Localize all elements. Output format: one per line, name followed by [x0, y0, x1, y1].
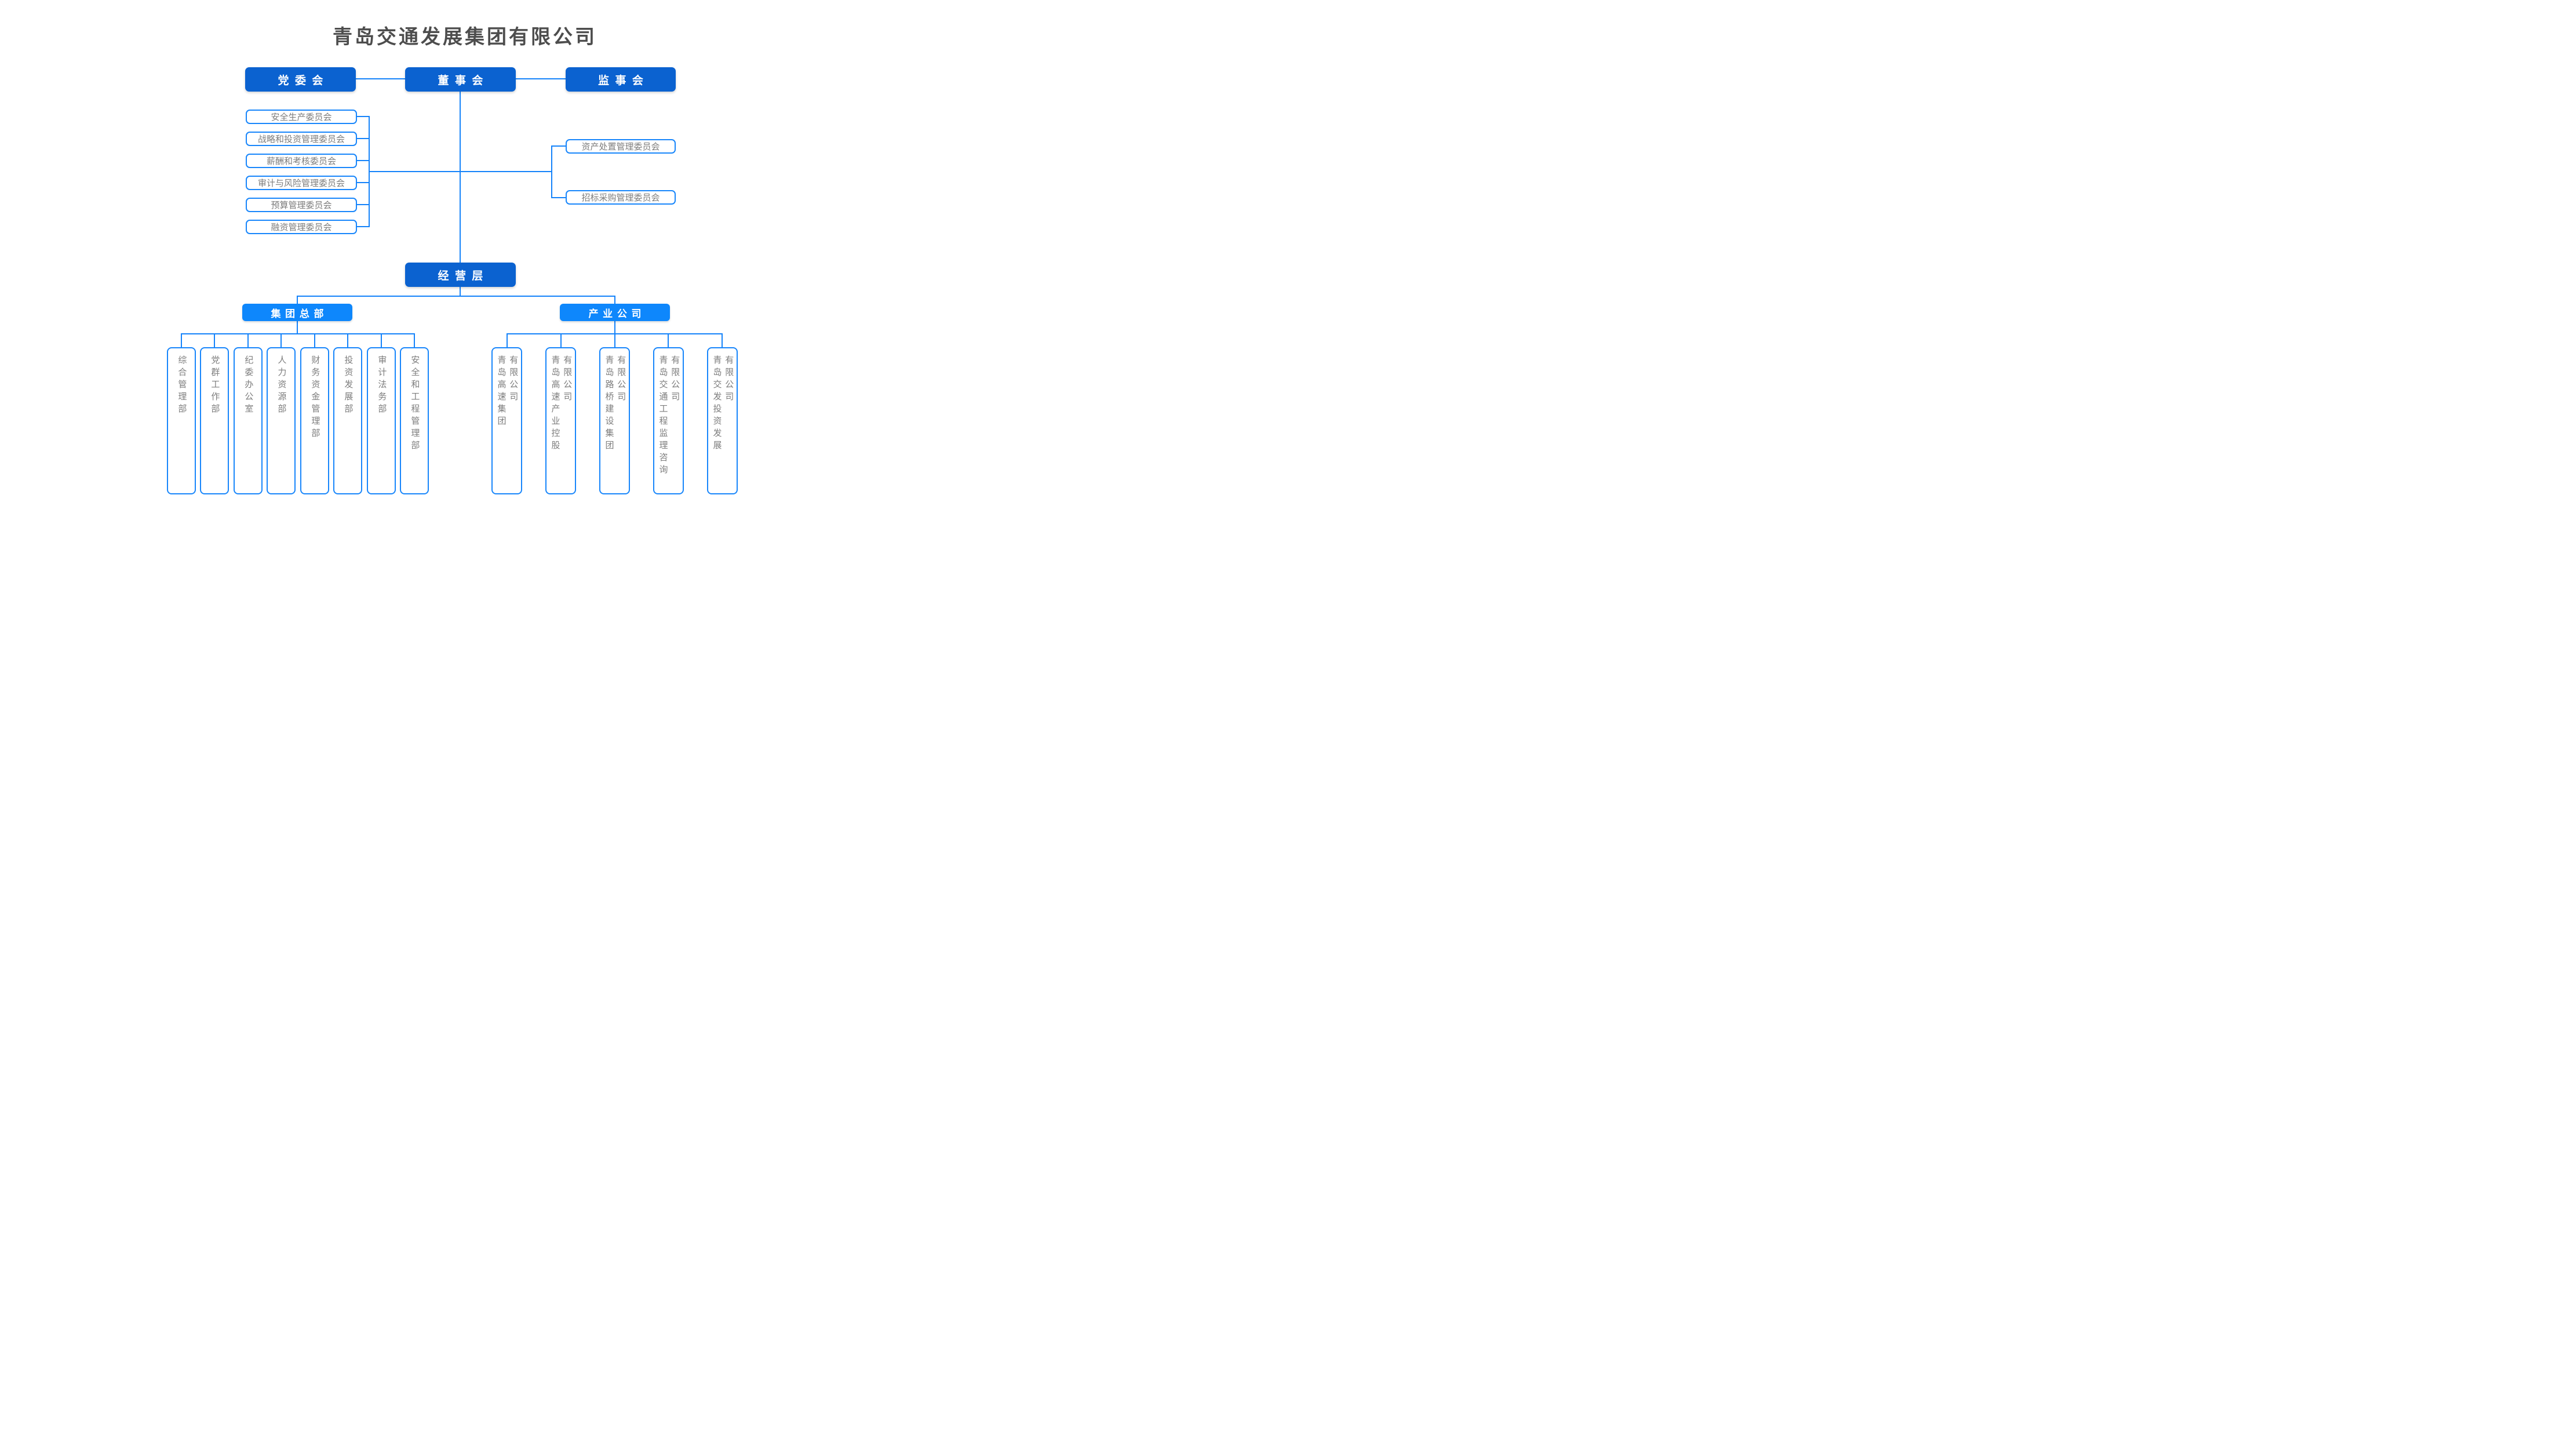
node-company-expressway-group: 青岛高速集团 有限公司 [491, 347, 522, 494]
connector-company-stub-3 [614, 333, 615, 347]
node-company-jiaofa-investment-development: 青岛交发投资发展 有限公司 [707, 347, 738, 494]
connector-split-right-down [614, 296, 615, 304]
org-chart: 青岛交通发展集团有限公司 党委会 董事会 监事会 安全生产委员会 [0, 0, 909, 511]
connector-company-stub-1 [507, 333, 508, 347]
connector-stub-right-2 [552, 197, 566, 198]
connector-split-left-down [297, 296, 298, 304]
node-management-layer: 经营层 [405, 263, 516, 287]
node-committee-strategy-investment: 战略和投资管理委员会 [246, 132, 357, 146]
node-company-road-bridge-construction-group: 青岛路桥建设集团 有限公司 [599, 347, 630, 494]
connector-dept-stub-8 [414, 333, 415, 347]
connector-board-supervisors [516, 78, 566, 79]
connector-stub-left-6 [357, 226, 369, 227]
connector-bracket-right [551, 145, 552, 198]
connector-stub-left-5 [357, 204, 369, 205]
node-committee-compensation-assessment: 薪酬和考核委员会 [246, 154, 357, 168]
connector-dept-stub-7 [381, 333, 382, 347]
connector-party-board [356, 78, 405, 79]
connector-industry-down [614, 321, 615, 334]
node-committee-safety-production: 安全生产委员会 [246, 110, 357, 124]
node-dept-general-management: 综合管理部 [167, 347, 196, 494]
connector-split [297, 296, 615, 297]
connector-departments-rail [181, 333, 415, 334]
page-title: 青岛交通发展集团有限公司 [333, 26, 597, 48]
connector-stub-left-2 [357, 138, 369, 139]
connector-company-stub-4 [668, 333, 669, 347]
node-company-traffic-engineering-supervision-consulting: 青岛交通工程监理咨询 有限公司 [653, 347, 684, 494]
node-committee-audit-risk: 审计与风险管理委员会 [246, 176, 357, 190]
node-dept-investment-development: 投资发展部 [333, 347, 362, 494]
connector-stub-right-1 [552, 145, 566, 147]
node-dept-safety-engineering-management: 安全和工程管理部 [400, 347, 429, 494]
node-board-of-directors: 董事会 [405, 67, 516, 92]
node-dept-party-mass-work: 党群工作部 [200, 347, 229, 494]
node-committee-budget: 预算管理委员会 [246, 198, 357, 212]
connector-company-stub-2 [560, 333, 562, 347]
node-company-expressway-industry-holding: 青岛高速产业控股 有限公司 [545, 347, 576, 494]
node-group-headquarters: 集团总部 [242, 304, 352, 321]
connector-dept-stub-4 [280, 333, 282, 347]
connector-committees-trunk [369, 171, 552, 172]
connector-dept-stub-3 [247, 333, 249, 347]
connector-dept-stub-1 [181, 333, 182, 347]
node-dept-human-resources: 人力资源部 [267, 347, 296, 494]
node-industry-companies: 产业公司 [560, 304, 670, 321]
connector-board-trunk [460, 92, 461, 263]
connector-dept-stub-2 [214, 333, 215, 347]
node-party-committee: 党委会 [245, 67, 356, 92]
node-committee-financing: 融资管理委员会 [246, 220, 357, 234]
connector-company-stub-5 [722, 333, 723, 347]
connector-dept-stub-6 [347, 333, 348, 347]
node-dept-discipline-inspection-office: 纪委办公室 [234, 347, 263, 494]
connector-management-down [460, 287, 461, 296]
connector-stub-left-1 [357, 116, 369, 117]
connector-stub-left-3 [357, 160, 369, 161]
node-committee-bidding-procurement: 招标采购管理委员会 [566, 190, 676, 205]
connector-dept-stub-5 [314, 333, 315, 347]
connector-hq-down [297, 321, 298, 334]
node-committee-asset-disposal: 资产处置管理委员会 [566, 139, 676, 154]
node-board-of-supervisors: 监事会 [566, 67, 676, 92]
connector-stub-left-4 [357, 182, 369, 183]
node-dept-finance-capital-management: 财务资金管理部 [300, 347, 329, 494]
node-dept-audit-legal: 审计法务部 [367, 347, 396, 494]
